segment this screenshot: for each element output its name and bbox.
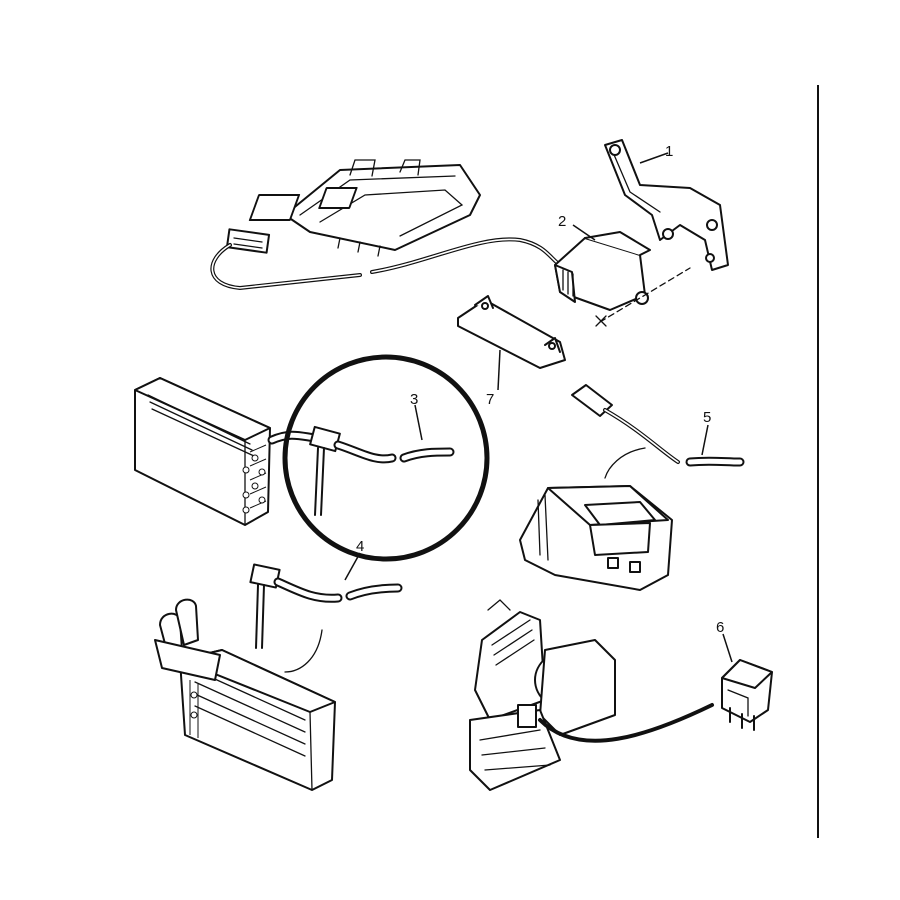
part-6-relay [721,659,773,731]
heater-core-lower [154,598,336,791]
callout-7: 7 [486,391,494,408]
overhead-module [248,159,481,257]
part-7-plate [457,295,566,369]
blower-motor-assembly [469,599,714,791]
wiring-harness-upper [210,228,562,291]
part-1-bracket [604,139,729,271]
callout-3: 3 [410,391,418,408]
blower-housing [519,485,673,591]
heater-core-upper [134,377,271,526]
part-5-hose [571,384,745,479]
part-4-sensor [249,563,403,649]
callout-4: 4 [356,538,364,555]
part-2-actuator [554,231,691,327]
callout-2: 2 [558,213,566,230]
leader-lines [344,152,733,663]
highlight-circle [282,354,490,562]
callout-5: 5 [703,409,711,426]
callout-labels: 1 2 3 4 5 6 7 [356,143,724,636]
callout-1: 1 [665,143,673,160]
part-3-temperature-sensor [267,425,455,516]
callout-6: 6 [716,619,724,636]
